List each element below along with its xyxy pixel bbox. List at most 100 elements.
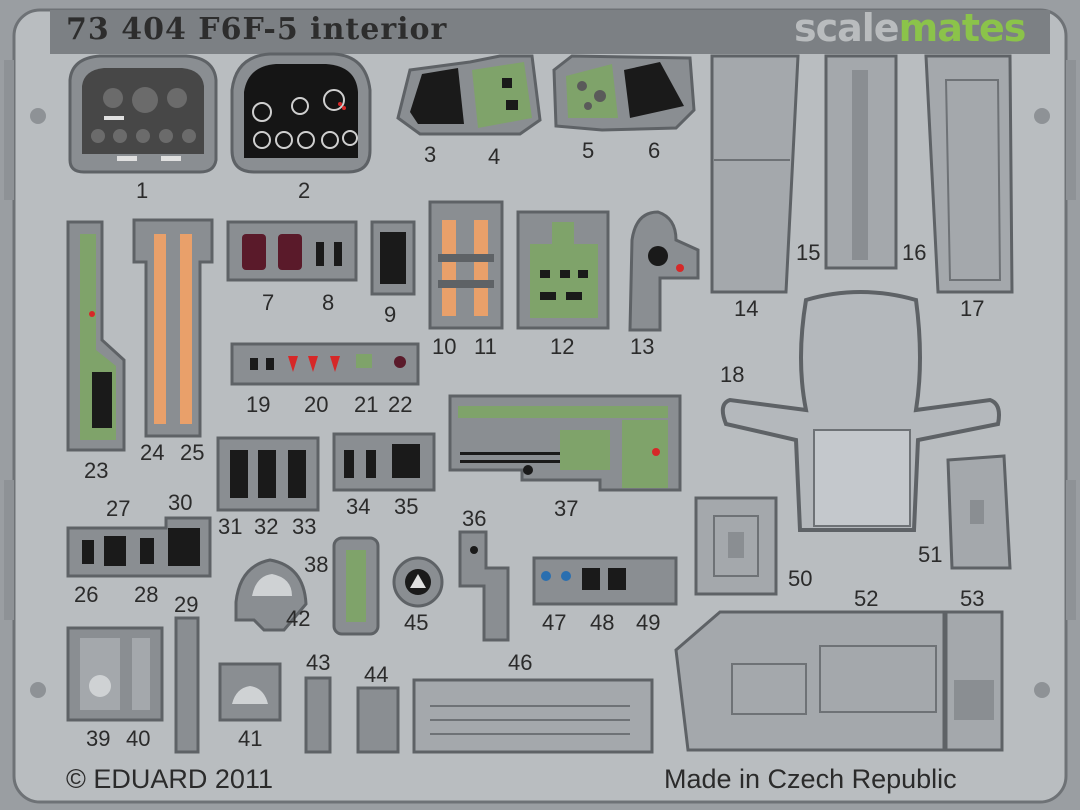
part-41-handle	[218, 662, 282, 722]
fret-slot	[1066, 480, 1076, 620]
part-label: 14	[734, 296, 759, 321]
part-45-dial	[392, 556, 444, 608]
part-7-8-panel	[226, 220, 358, 282]
part-label: 47	[542, 610, 567, 635]
part-17-side-plate	[924, 54, 1014, 294]
part-label: 12	[550, 334, 575, 359]
part-label: 22	[388, 392, 413, 417]
part-label: 48	[590, 610, 615, 635]
part-label: 44	[364, 662, 389, 687]
part-label: 35	[394, 494, 419, 519]
logo-part-1: scale	[794, 6, 900, 50]
part-label: 29	[174, 592, 199, 617]
mount-hole	[30, 108, 46, 124]
part-10-11-harness	[428, 200, 504, 330]
part-label: 19	[246, 392, 271, 417]
part-label: 52	[854, 586, 879, 611]
part-31-33-panels	[216, 436, 320, 512]
part-label: 4	[488, 144, 501, 169]
part-36-bracket	[458, 530, 510, 642]
part-9-switch-box	[370, 220, 416, 296]
part-50-plate	[694, 496, 778, 596]
part-3-4-consoles	[396, 54, 542, 136]
part-label: 17	[960, 296, 985, 321]
part-label: 40	[126, 726, 151, 751]
part-label: 23	[84, 458, 109, 483]
part-51-panel	[946, 454, 1012, 570]
part-label: 20	[304, 392, 329, 417]
part-label: 32	[254, 514, 279, 539]
part-label: 18	[720, 362, 745, 387]
part-15-16-side-plate	[824, 54, 898, 270]
product-code: 73 404	[66, 12, 187, 47]
part-label: 36	[462, 506, 487, 531]
part-label: 1	[136, 178, 149, 203]
part-label: 51	[918, 542, 943, 567]
part-34-35-panels	[332, 432, 436, 492]
part-43-strip	[304, 676, 332, 754]
part-label: 26	[74, 582, 99, 607]
part-label: 10	[432, 334, 457, 359]
part-label: 49	[636, 610, 661, 635]
part-label: 5	[582, 138, 595, 163]
header-band	[50, 10, 1050, 54]
logo-part-2: mates	[898, 6, 1027, 50]
part-37-main-console	[448, 394, 682, 492]
fret-slot	[1066, 60, 1076, 200]
part-label: 8	[322, 290, 335, 315]
part-label: 21	[354, 392, 379, 417]
part-23-side-console	[66, 220, 126, 452]
part-5-6-consoles	[552, 54, 696, 132]
part-label: 28	[134, 582, 159, 607]
part-13-lever	[628, 210, 700, 332]
part-label: 50	[788, 566, 813, 591]
part-label: 41	[238, 726, 263, 751]
part-14-floor-plate	[710, 54, 800, 294]
part-2-instrument-face	[230, 52, 372, 174]
part-19-22-strip	[230, 342, 420, 386]
part-12-radio-panel	[516, 210, 610, 330]
part-label: 46	[508, 650, 533, 675]
part-29-strip	[174, 616, 200, 754]
part-label: 11	[474, 334, 497, 359]
part-46-floor	[412, 678, 654, 754]
part-label: 3	[424, 142, 437, 167]
part-label: 43	[306, 650, 331, 675]
part-label: 33	[292, 514, 317, 539]
part-label: 38	[304, 552, 329, 577]
part-label: 34	[346, 494, 371, 519]
fret-slot	[4, 60, 14, 200]
part-label: 13	[630, 334, 655, 359]
mount-hole	[1034, 108, 1050, 124]
product-title: 73 404 F6F-5 interior	[66, 12, 447, 47]
fret-slot	[4, 480, 14, 620]
part-1-instrument-panel	[68, 54, 218, 174]
part-52-53-bulkhead	[674, 610, 1004, 752]
origin-text: Made in Czech Republic	[664, 764, 957, 794]
part-44-clip	[356, 686, 400, 754]
part-label: 24	[140, 440, 165, 465]
part-26-30-panels	[66, 516, 212, 578]
copyright-text: © EDUARD 2011	[66, 764, 273, 794]
product-name: F6F-5 interior	[198, 12, 448, 47]
part-18-seat	[720, 290, 1001, 532]
mount-hole	[30, 682, 46, 698]
part-label: 53	[960, 586, 985, 611]
part-label: 2	[298, 178, 311, 203]
part-label: 31	[218, 514, 243, 539]
part-label: 27	[106, 496, 131, 521]
part-39-40-panel	[66, 626, 164, 722]
part-label: 37	[554, 496, 579, 521]
part-label: 16	[902, 240, 927, 265]
part-label: 7	[262, 290, 275, 315]
part-label: 6	[648, 138, 661, 163]
part-42-quadrant	[234, 558, 308, 632]
part-38-lever-panel	[332, 536, 380, 636]
part-label: 25	[180, 440, 205, 465]
part-47-49-strip	[532, 556, 678, 606]
part-label: 9	[384, 302, 397, 327]
part-label: 42	[286, 606, 311, 631]
part-24-25-harness	[132, 218, 214, 438]
part-label: 30	[168, 490, 193, 515]
